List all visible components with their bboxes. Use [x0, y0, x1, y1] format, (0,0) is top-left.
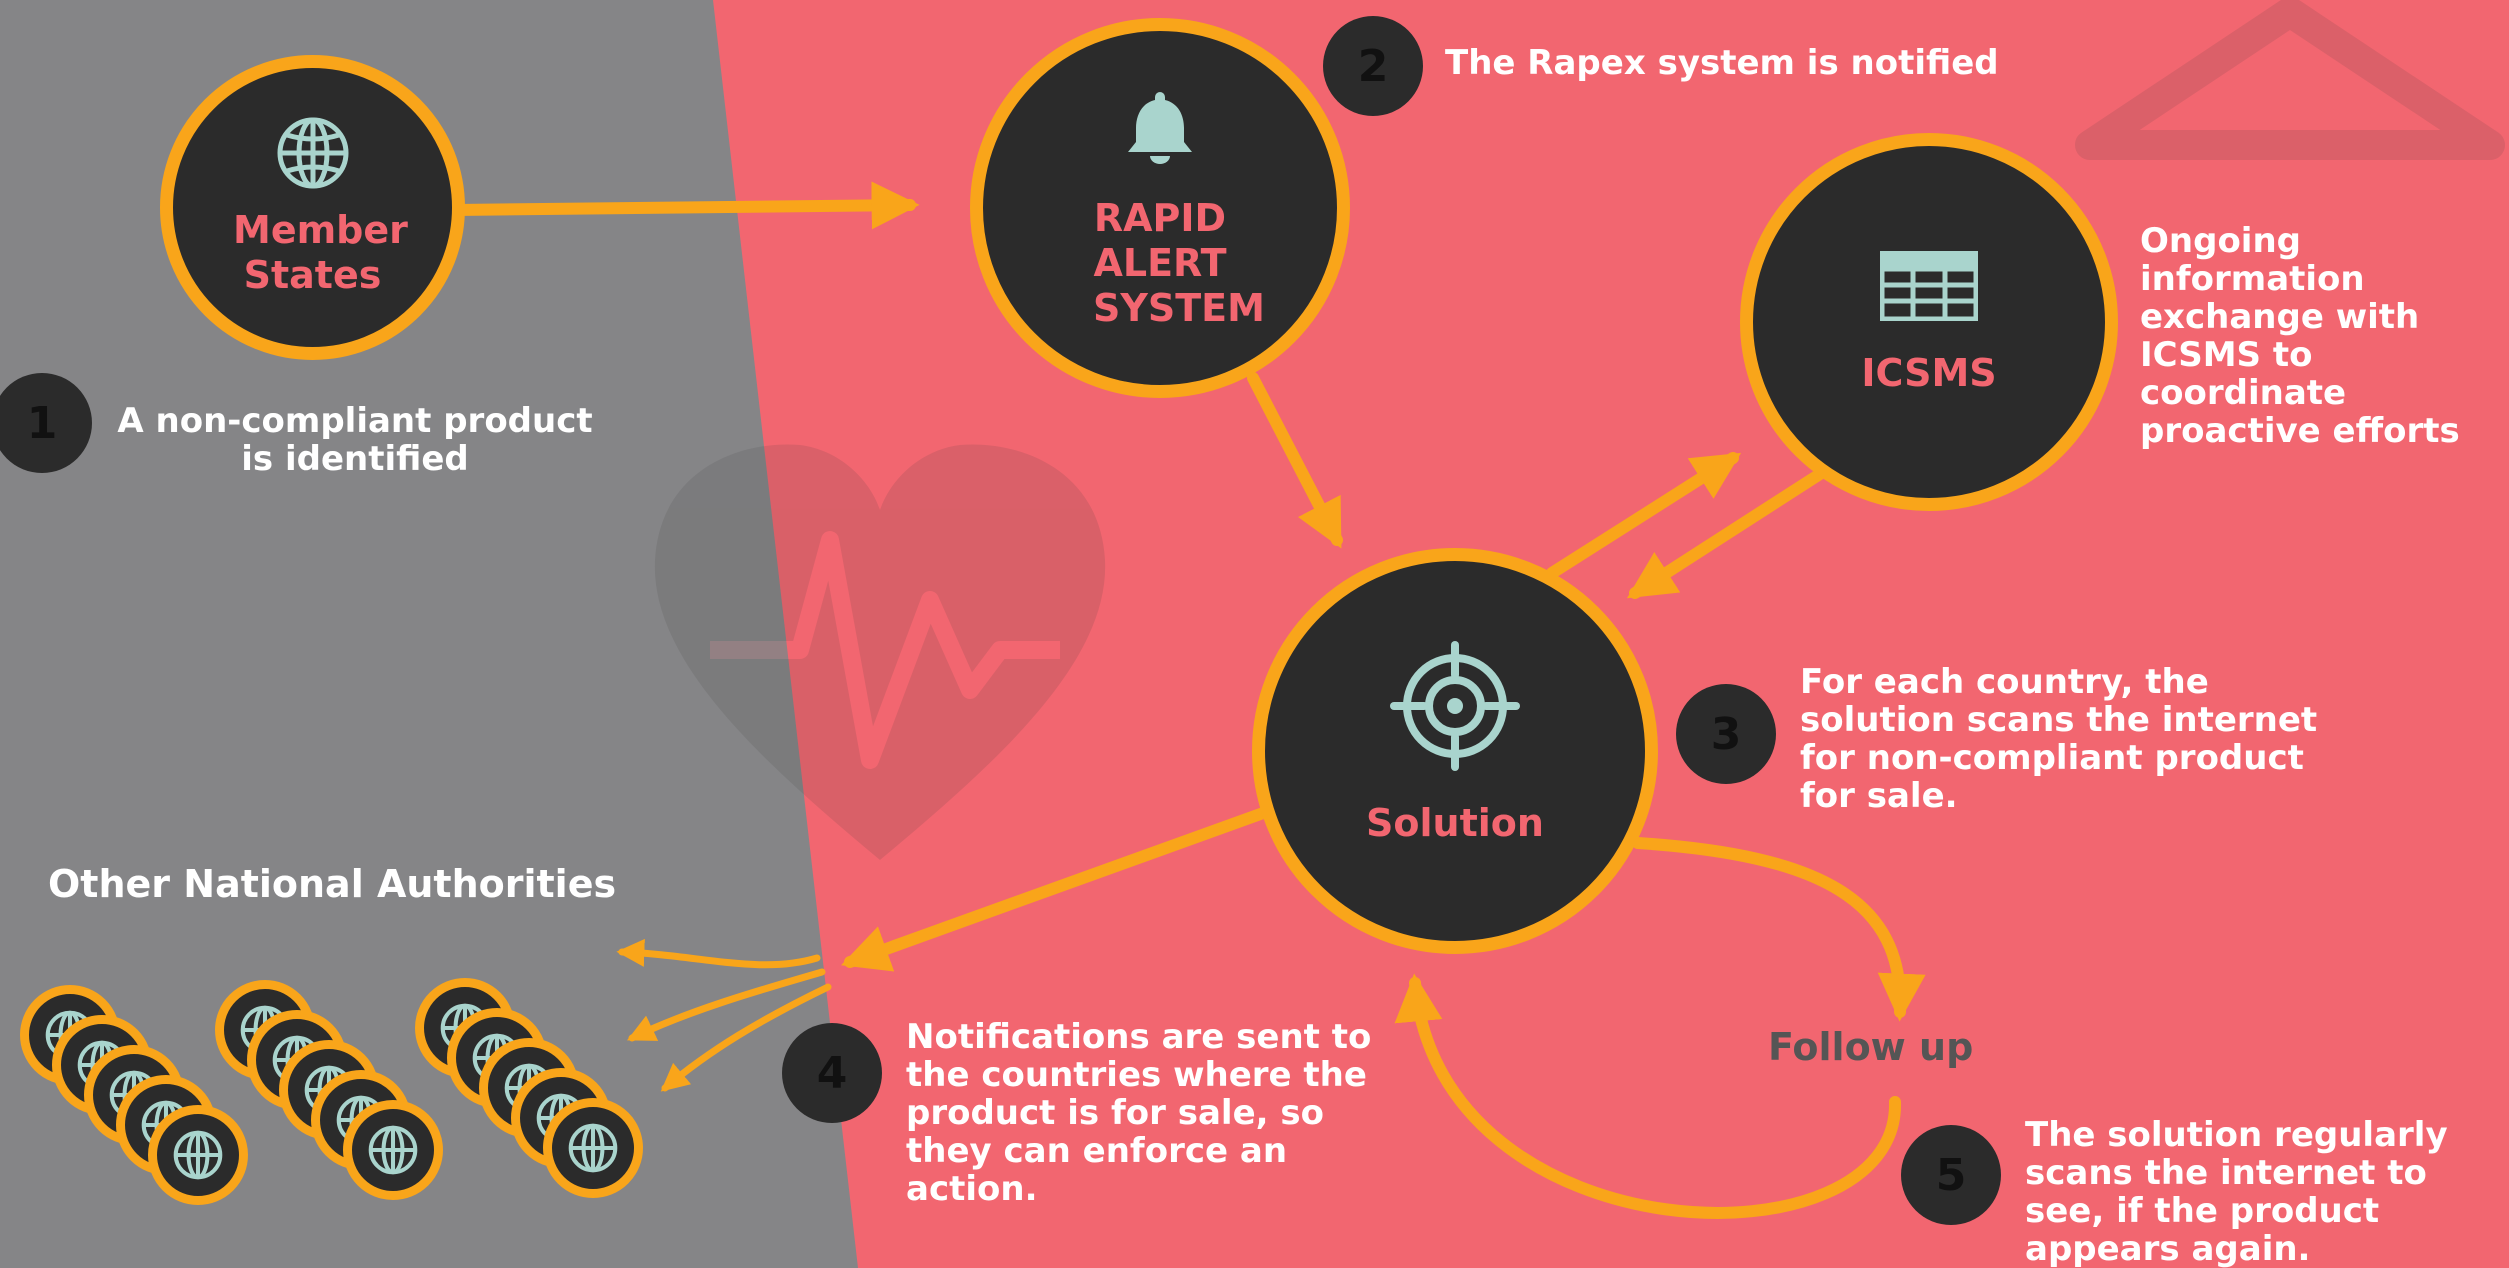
member-states-label: Member States [233, 208, 408, 297]
step-2-badge: 2 [1323, 16, 1423, 116]
step-4-text: Notifications are sent to the countries … [906, 1017, 1372, 1209]
step-1-text: A non-compliant product is identified [117, 401, 593, 479]
rapid-alert-label: RAPID ALERT SYSTEM [1093, 196, 1265, 330]
heart-watermark [654, 444, 1106, 860]
arrow-rapex-to-solution [1247, 372, 1343, 549]
step-3-badge: 3 [1676, 684, 1776, 784]
icsms-exchange-text: Ongoing information exchange with ICSMS … [2140, 221, 2460, 451]
globe-icon [277, 117, 348, 189]
arrow-fan-2 [626, 968, 826, 1042]
solution-node: Solution [1252, 548, 1658, 954]
step-3-text: For each country, the solution scans the… [1800, 662, 2318, 816]
arrow-solution-to-authorities [840, 806, 1272, 972]
step-5-badge: 5 [1901, 1125, 2001, 1225]
other-authorities-title: Other National Authorities [48, 862, 617, 906]
arrow-fan-3 [660, 983, 832, 1092]
icsms-label: ICSMS [1861, 351, 1997, 395]
authority-globe-icon [543, 1098, 643, 1198]
step-5-text: The solution regularly scans the interne… [2025, 1115, 2448, 1268]
arrow-icsms-to-solution [1626, 468, 1826, 599]
member-states-node: Member States [160, 55, 465, 360]
follow-up-label: Follow up [1768, 1025, 1974, 1069]
arrow-solution-to-icsms [1546, 452, 1742, 579]
step-2-text: The Rapex system is notified [1445, 43, 1999, 83]
house-watermark [2075, 0, 2505, 160]
step-1-badge: 1 [0, 373, 92, 473]
solution-label: Solution [1366, 801, 1544, 845]
grid-icon [1880, 251, 1978, 321]
arrow-members-to-rapex [449, 181, 920, 230]
target-icon [1390, 641, 1520, 771]
arrow-followup-to-solution [1394, 973, 1902, 1219]
bell-icon [1128, 92, 1192, 164]
step-4-badge: 4 [782, 1023, 882, 1123]
authority-globe-icon [148, 1105, 248, 1205]
arrow-fan-1 [616, 938, 821, 969]
rapid-alert-node: RAPID ALERT SYSTEM [970, 18, 1350, 398]
arrow-solution-to-followup [1632, 837, 1926, 1022]
authority-globe-icon [343, 1100, 443, 1200]
icsms-node: ICSMS [1740, 133, 2118, 511]
